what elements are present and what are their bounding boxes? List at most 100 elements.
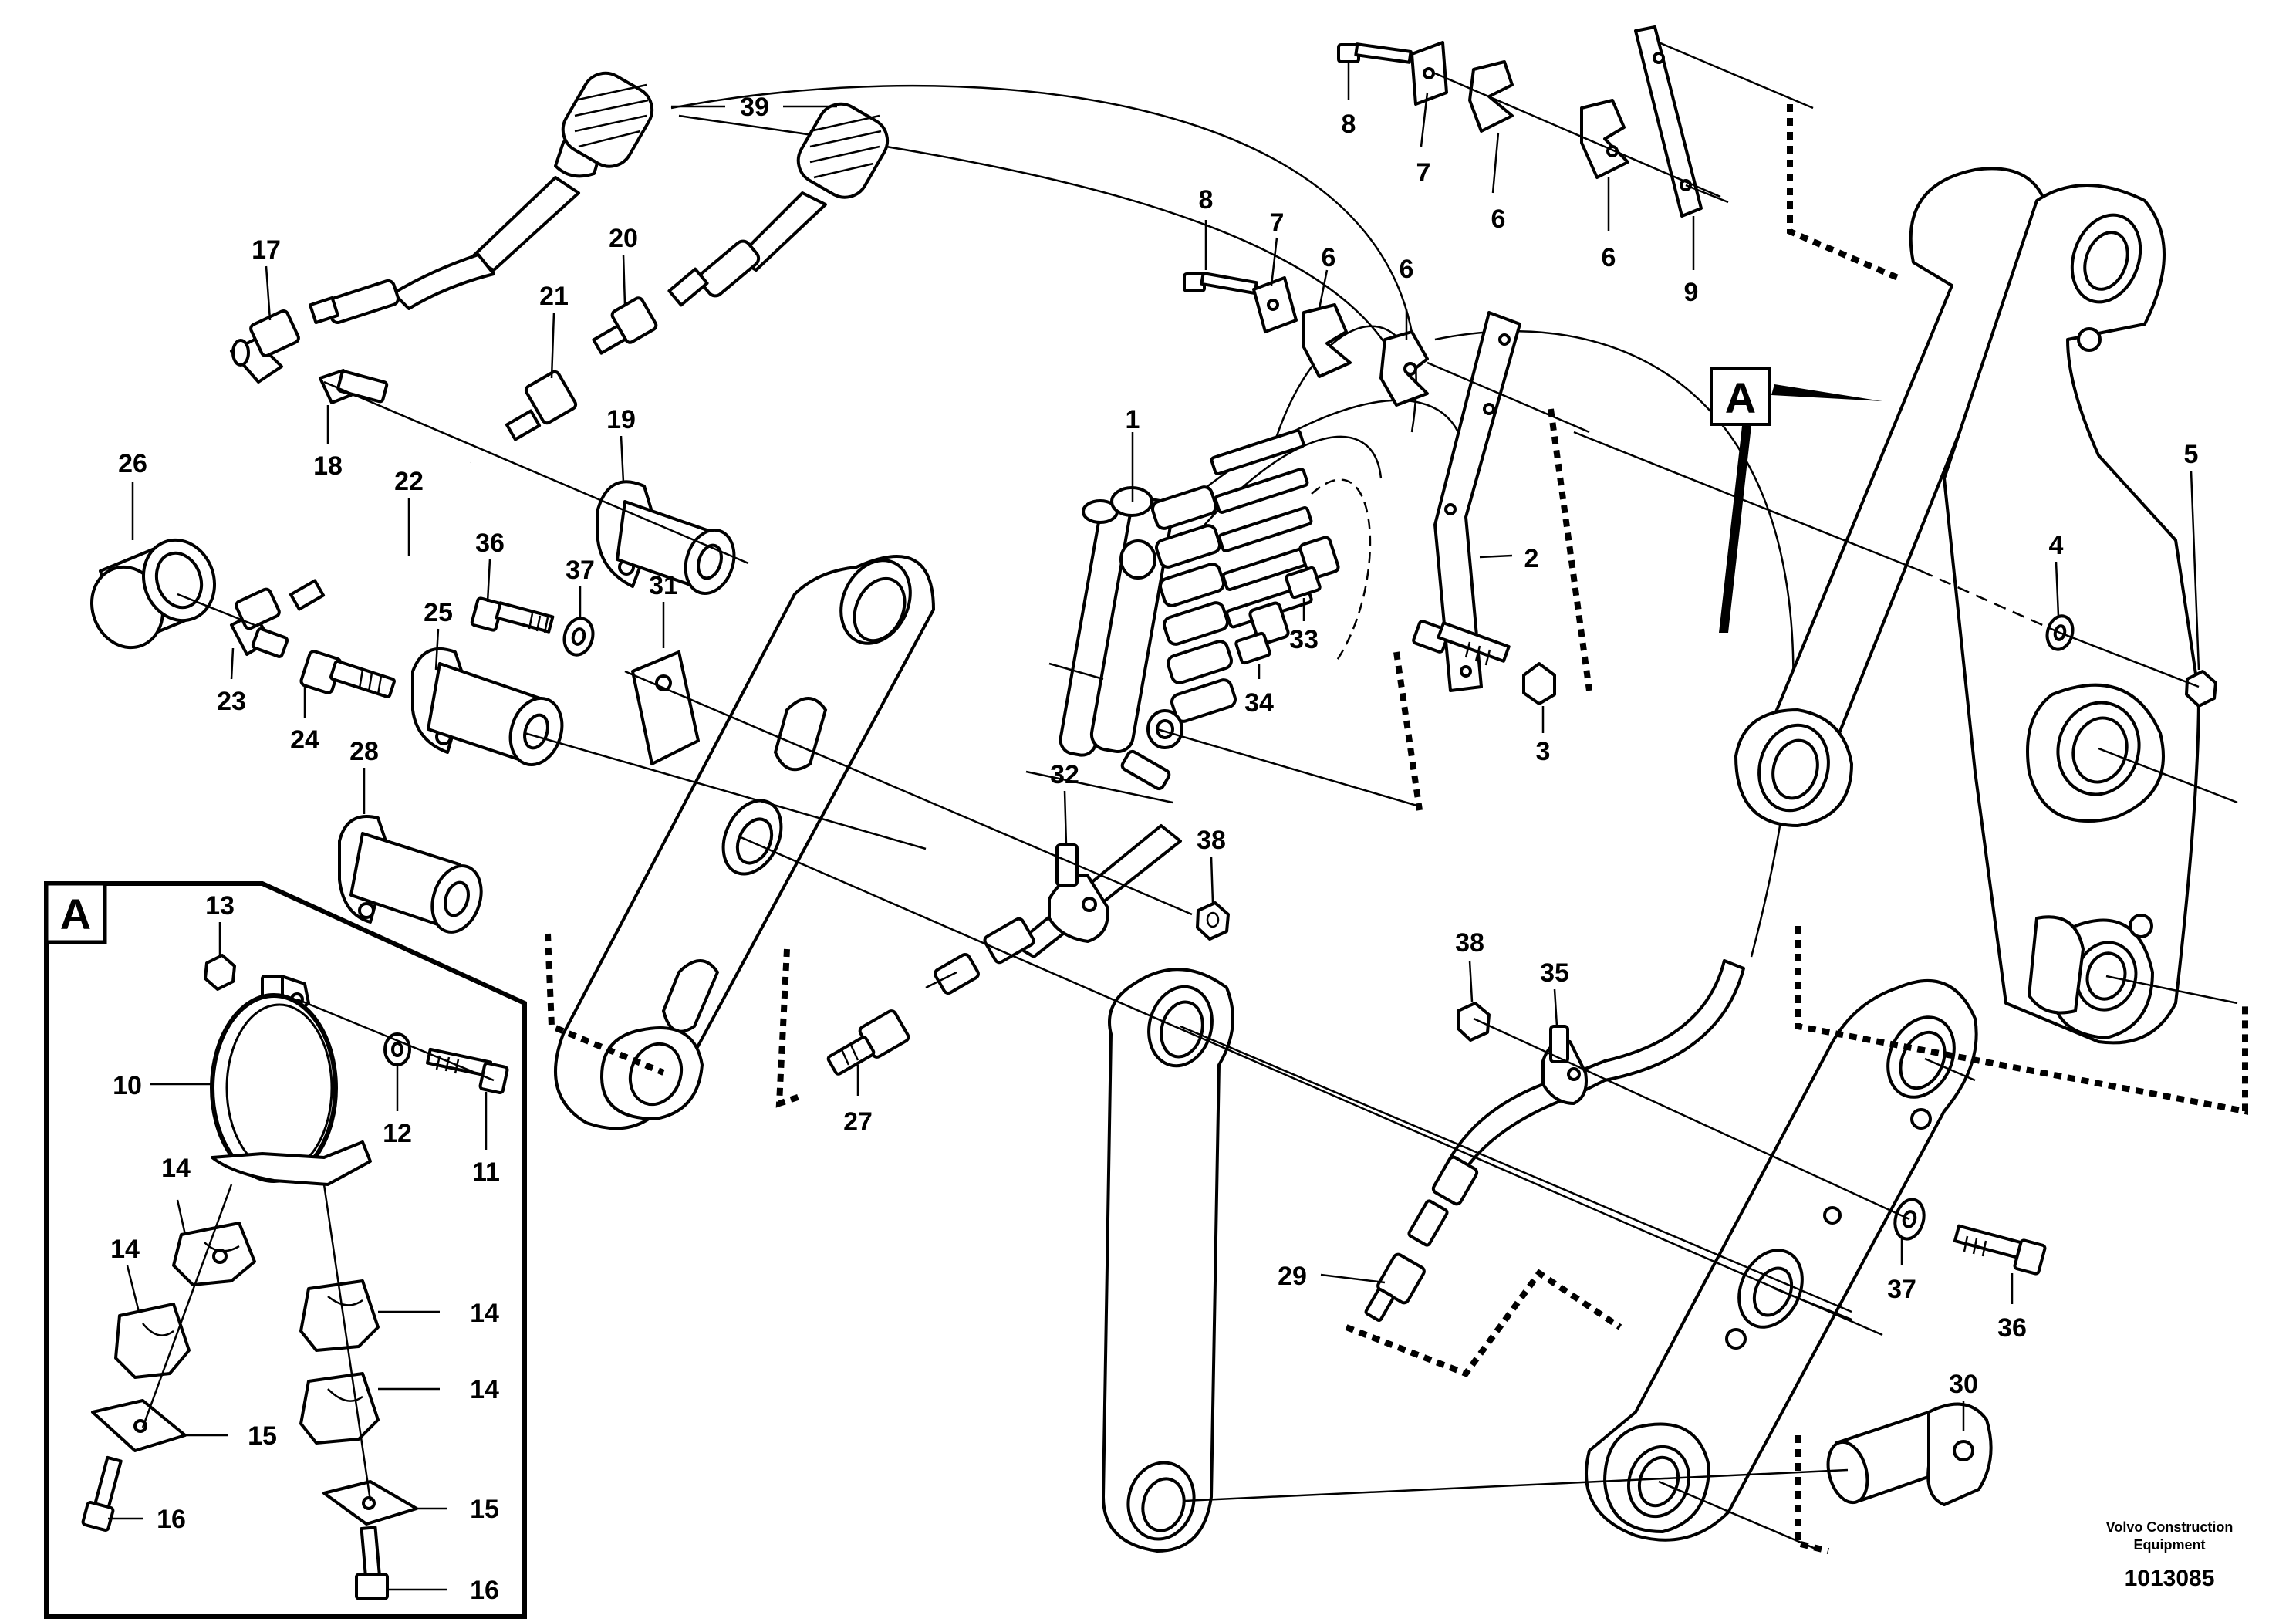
- label-33: 33: [1289, 625, 1319, 654]
- boom-frame: [1734, 167, 2200, 1045]
- label-10: 10: [113, 1071, 142, 1100]
- plate-31: [631, 650, 700, 765]
- bolt-36-left: [470, 596, 555, 634]
- label-6b: 6: [1602, 243, 1616, 272]
- callout-a-letter: A: [1725, 373, 1756, 422]
- label-37b: 37: [1887, 1275, 1916, 1304]
- bolt-36-right: [1953, 1224, 2047, 1276]
- fitting-27: [826, 1009, 910, 1076]
- callout-labels: 1 2 3 4 5 6 6 6 6 7 7 8 8 9 10 11 12: [108, 63, 2200, 1605]
- label-22: 22: [394, 467, 424, 496]
- label-39: 39: [740, 93, 769, 122]
- label-31: 31: [649, 571, 678, 600]
- clamp-half-14a: [172, 1222, 256, 1286]
- label-34: 34: [1244, 688, 1274, 718]
- label-3: 3: [1536, 737, 1551, 766]
- label-20: 20: [609, 224, 638, 253]
- label-37a: 37: [566, 556, 595, 585]
- figure-footer: Volvo Construction Equipment 1013085: [2106, 1519, 2234, 1591]
- label-13: 13: [205, 891, 235, 921]
- bolt-16b: [355, 1526, 389, 1600]
- document-number: 1013085: [2125, 1566, 2215, 1591]
- plate-15b: [322, 1480, 418, 1526]
- pin-28: [338, 815, 483, 934]
- nut-38-left: [1196, 901, 1230, 941]
- label-11: 11: [472, 1157, 500, 1187]
- mid-clamp-assembly: [1183, 272, 1429, 407]
- label-24: 24: [290, 725, 319, 755]
- label-36b: 36: [1997, 1313, 2027, 1343]
- bolt-11: [426, 1047, 509, 1095]
- label-4: 4: [2049, 531, 2064, 560]
- link-arm-left: [554, 555, 935, 1130]
- bracket-2: [1433, 311, 1521, 692]
- hose-29-35: [1364, 959, 1745, 1322]
- fitting-18: [319, 369, 389, 404]
- label-16a: 16: [157, 1505, 186, 1534]
- brand-line-2: Equipment: [2134, 1537, 2206, 1553]
- hose-spring-right: [667, 102, 890, 307]
- label-12: 12: [383, 1119, 412, 1148]
- label-8b: 8: [1199, 185, 1214, 215]
- fitting-24: [299, 650, 396, 698]
- fitting-33: [1285, 536, 1340, 600]
- label-30: 30: [1949, 1370, 1978, 1399]
- label-16b: 16: [470, 1576, 499, 1605]
- label-26: 26: [118, 449, 147, 478]
- label-15a: 15: [248, 1421, 277, 1451]
- nut-13: [204, 954, 236, 991]
- washer-37-left: [562, 617, 595, 657]
- label-7a: 7: [1416, 158, 1431, 188]
- center-link: [1102, 968, 1234, 1553]
- detail-a-inset[interactable]: A: [44, 881, 527, 1619]
- label-38b: 38: [1455, 928, 1484, 958]
- label-18: 18: [313, 451, 343, 481]
- label-2: 2: [1524, 544, 1539, 573]
- dashed-references: [545, 104, 2248, 1554]
- top-clamp-assembly: [1337, 25, 1721, 218]
- elbow-fitting-17: [230, 309, 300, 384]
- brand-line-1: Volvo Construction: [2106, 1519, 2234, 1535]
- label-5: 5: [2184, 440, 2199, 469]
- label-27: 27: [843, 1107, 873, 1137]
- label-7b: 7: [1270, 208, 1285, 238]
- clamp-half-14c: [299, 1279, 380, 1352]
- label-1: 1: [1126, 405, 1140, 434]
- label-6c: 6: [1322, 243, 1336, 272]
- label-21: 21: [539, 282, 569, 311]
- pin-19: [596, 480, 736, 596]
- label-19: 19: [606, 405, 636, 434]
- leader-lines: [177, 41, 2238, 1553]
- label-25: 25: [424, 598, 453, 627]
- nut-5: [2185, 670, 2217, 708]
- fitting-20: [592, 296, 658, 355]
- label-32: 32: [1050, 760, 1079, 789]
- detail-a-letter: A: [60, 890, 91, 938]
- label-38a: 38: [1197, 826, 1226, 855]
- bolt-16a: [81, 1455, 123, 1532]
- pin-25: [411, 647, 564, 766]
- plate-15a: [91, 1399, 187, 1452]
- label-28: 28: [349, 737, 379, 766]
- label-9: 9: [1684, 278, 1699, 307]
- label-8a: 8: [1342, 110, 1356, 139]
- clamp-half-14b: [114, 1303, 191, 1379]
- label-35: 35: [1540, 958, 1569, 988]
- link-arm-right: [1585, 979, 1978, 1542]
- bushing-26: [89, 538, 217, 650]
- label-14a: 14: [161, 1154, 191, 1183]
- bolt-3-assembly: [1412, 620, 1556, 705]
- label-14d: 14: [470, 1375, 499, 1404]
- nut-38-right: [1457, 1002, 1491, 1042]
- elbow-fitting-23: [230, 587, 289, 658]
- hose-32: [925, 824, 1182, 995]
- label-36a: 36: [475, 529, 505, 558]
- hose-lines: [670, 84, 1795, 958]
- fitting-34: [1234, 601, 1290, 665]
- hose-clamp-10: [210, 975, 372, 1186]
- clamp-half-14d: [299, 1372, 380, 1445]
- label-15b: 15: [470, 1495, 499, 1524]
- label-17: 17: [252, 235, 281, 265]
- label-29: 29: [1278, 1262, 1307, 1291]
